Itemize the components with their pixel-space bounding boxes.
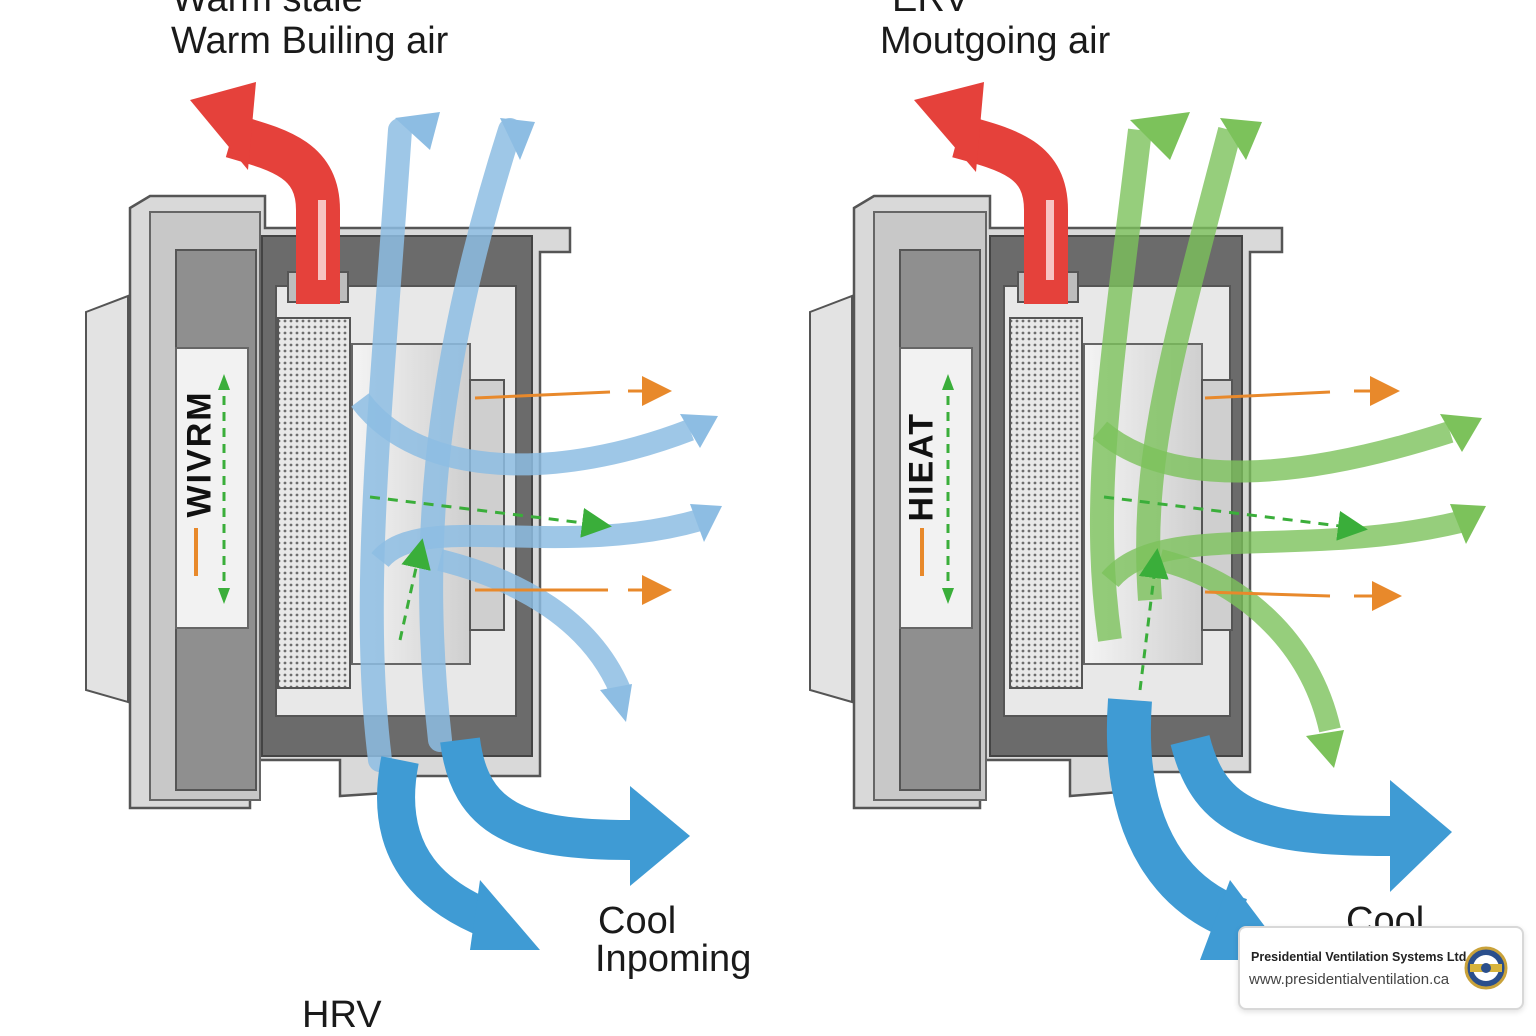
company-name: Presidential Ventilation Systems Ltd. [1251,950,1470,964]
erv-airflow [914,82,1486,960]
company-url[interactable]: www.presidentialventilation.ca [1249,971,1450,988]
erv-top-label: Moutgoing air [880,20,1111,62]
hrv-top-label-partial: Warm stale [172,0,363,18]
company-seal-icon [1464,946,1508,990]
company-badge[interactable]: Presidential Ventilation Systems Ltd. ww… [1238,926,1524,1010]
hrv-bottom-label-partial: HRV [302,994,382,1036]
hrv-side-label: WIVRM [180,390,219,518]
hrv-outlet-label-line1: Cool [598,900,677,942]
hrv-top-label: Warm Builing air [171,20,449,62]
erv-top-label-partial: ERV [892,0,969,18]
hrv-airflow [190,82,722,950]
hrv-outlet-label-line2: Inpoming [595,938,752,980]
erv-side-label: HIEAT [902,412,941,522]
hrv-unit [85,194,572,810]
